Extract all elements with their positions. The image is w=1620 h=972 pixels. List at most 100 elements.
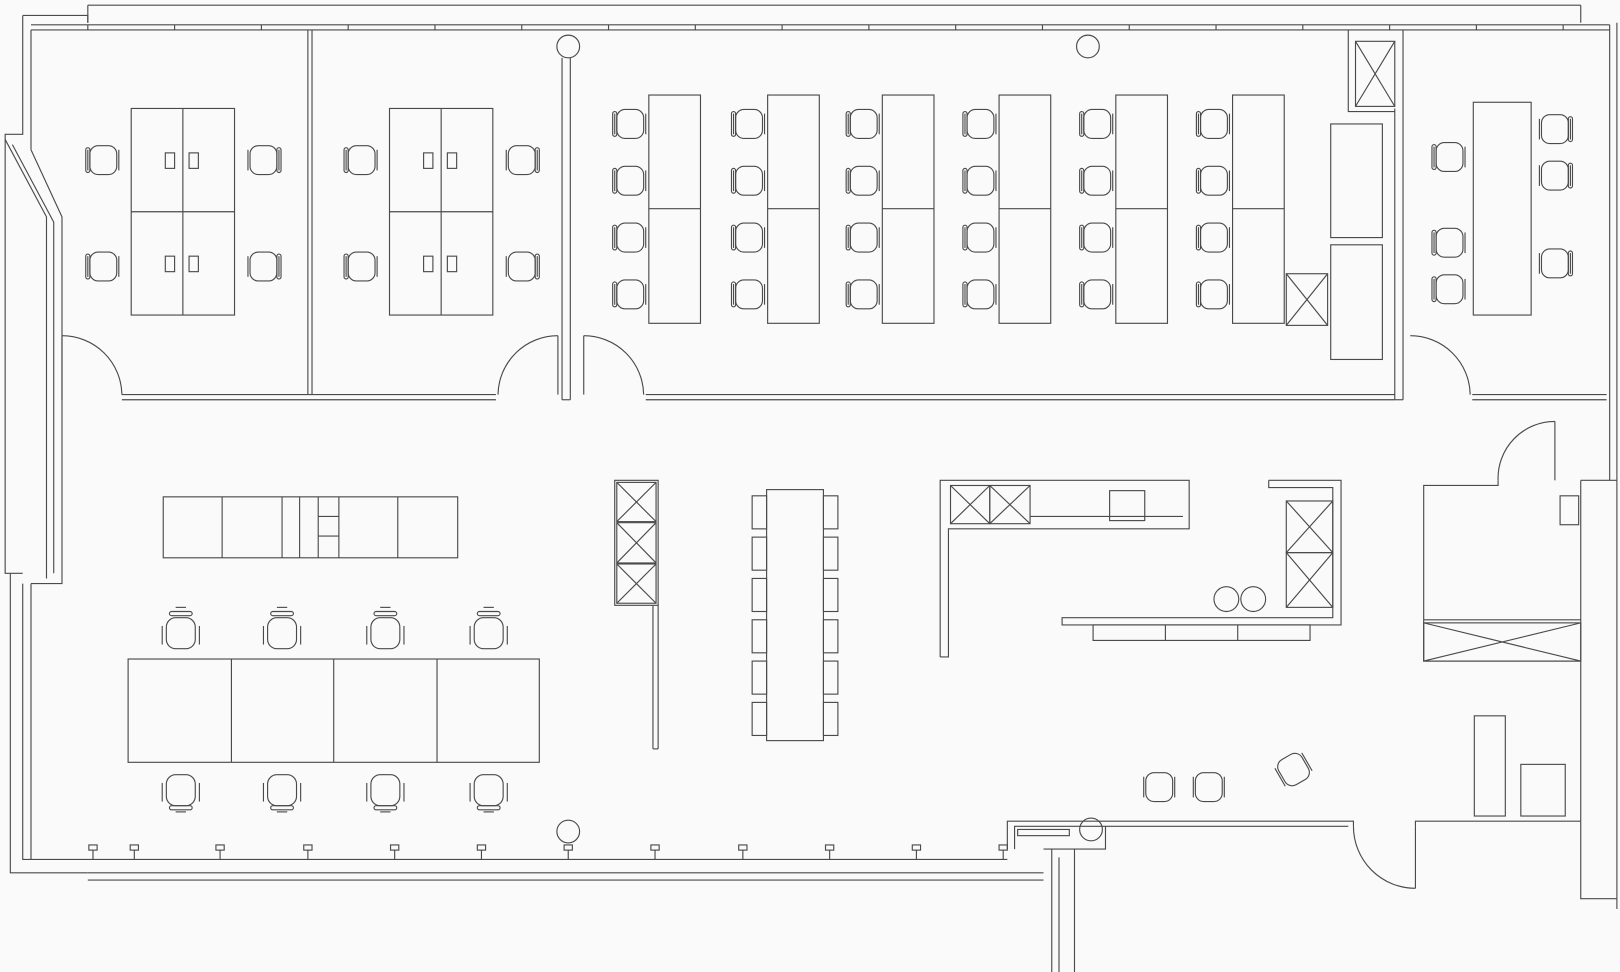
stool [822, 701, 839, 737]
storage-cabinet [989, 484, 1031, 525]
chair-seat [249, 145, 278, 176]
stool [822, 536, 839, 571]
office-chair [161, 606, 200, 650]
chair-back [85, 253, 91, 280]
wall [1013, 825, 1349, 850]
chair [1538, 160, 1574, 191]
stool [822, 660, 839, 695]
chair-seat [616, 165, 645, 196]
cabinet-outline [1285, 552, 1334, 608]
chair-back [534, 147, 540, 174]
chair-seat [1083, 165, 1112, 196]
wall [1580, 821, 1617, 900]
door-swing-arc [1410, 335, 1471, 395]
cabinet-outline [989, 484, 1031, 525]
office-chair [343, 145, 378, 176]
chair-back [1195, 167, 1202, 194]
chair [1195, 222, 1231, 253]
partition-wall [1347, 29, 1395, 113]
chair-seat [507, 145, 536, 176]
office-chair [247, 251, 282, 282]
chair-back [276, 253, 282, 280]
exterior-wall [4, 15, 24, 574]
chair-back [845, 224, 851, 251]
chair-arm [1274, 768, 1286, 787]
chair-seat [249, 251, 278, 282]
chair [1538, 114, 1574, 145]
chair-back [1079, 224, 1085, 251]
chair-back [1079, 281, 1085, 308]
shelving [614, 479, 659, 606]
chair-back [476, 610, 501, 617]
wall-segment [1017, 828, 1070, 837]
chair-seat [735, 279, 764, 310]
monitor [188, 255, 199, 273]
office-chair [247, 145, 282, 176]
chair-seat [347, 145, 376, 176]
chair-seat [267, 774, 298, 807]
door-swing-arc [583, 335, 645, 395]
chair-back [962, 281, 968, 308]
chair-seat [616, 222, 645, 253]
chair-back [730, 167, 737, 194]
chair-seat [507, 251, 536, 282]
chair-back [373, 610, 398, 617]
monitor [164, 255, 176, 273]
bar-stool [1213, 586, 1240, 613]
chair-seat [1199, 279, 1228, 310]
office-chair [85, 145, 120, 176]
cabinet-outline [1285, 273, 1329, 326]
office-chair [505, 251, 540, 282]
monitor [446, 152, 458, 169]
kitchen-counter [1061, 479, 1342, 626]
chair-back [730, 110, 737, 137]
chair-seat [1199, 165, 1228, 196]
counter [1473, 715, 1506, 817]
stool [822, 495, 839, 530]
chair-seat [966, 279, 995, 310]
stool [751, 660, 768, 695]
chair [1079, 222, 1114, 253]
wall [1423, 480, 1581, 662]
chair-seat [735, 165, 764, 196]
monitor [188, 152, 199, 169]
column [556, 819, 581, 844]
wall [1006, 820, 1355, 850]
chair [845, 108, 880, 139]
cabinet-cross [1285, 552, 1334, 608]
chair [845, 165, 880, 196]
chair-back [343, 147, 349, 174]
window-mullion [303, 844, 313, 851]
chair [1195, 108, 1231, 139]
chair [1195, 279, 1231, 310]
chair-seat [1540, 160, 1569, 191]
cabinet-cross [616, 563, 657, 604]
chair [730, 108, 766, 139]
cabinet-cross [950, 485, 991, 525]
chair-seat [1435, 141, 1464, 173]
chair-back [612, 110, 618, 137]
storage-cabinet [1285, 500, 1334, 554]
utility-box [1559, 495, 1580, 526]
chair [1143, 772, 1176, 803]
counter [1330, 123, 1383, 239]
chair-back [730, 281, 737, 308]
door-swing-arc [497, 335, 558, 395]
cabinet-outline [616, 563, 657, 604]
window-mullion [824, 844, 835, 851]
chair-back [276, 147, 282, 174]
chair-back [730, 224, 737, 251]
cabinet-cross [1285, 500, 1334, 554]
counter [1330, 244, 1383, 361]
chair-seat [735, 108, 764, 139]
appliance [1520, 763, 1566, 817]
cabinet-cross [989, 485, 1031, 525]
chair-seat [473, 774, 504, 807]
chair-seat [1194, 772, 1223, 803]
cabinet-cross [1423, 622, 1581, 662]
chair-back [845, 281, 851, 308]
chair-arm [1301, 752, 1313, 772]
window-mullion [911, 844, 922, 851]
chair-back [373, 805, 398, 811]
office-chair [366, 606, 405, 650]
